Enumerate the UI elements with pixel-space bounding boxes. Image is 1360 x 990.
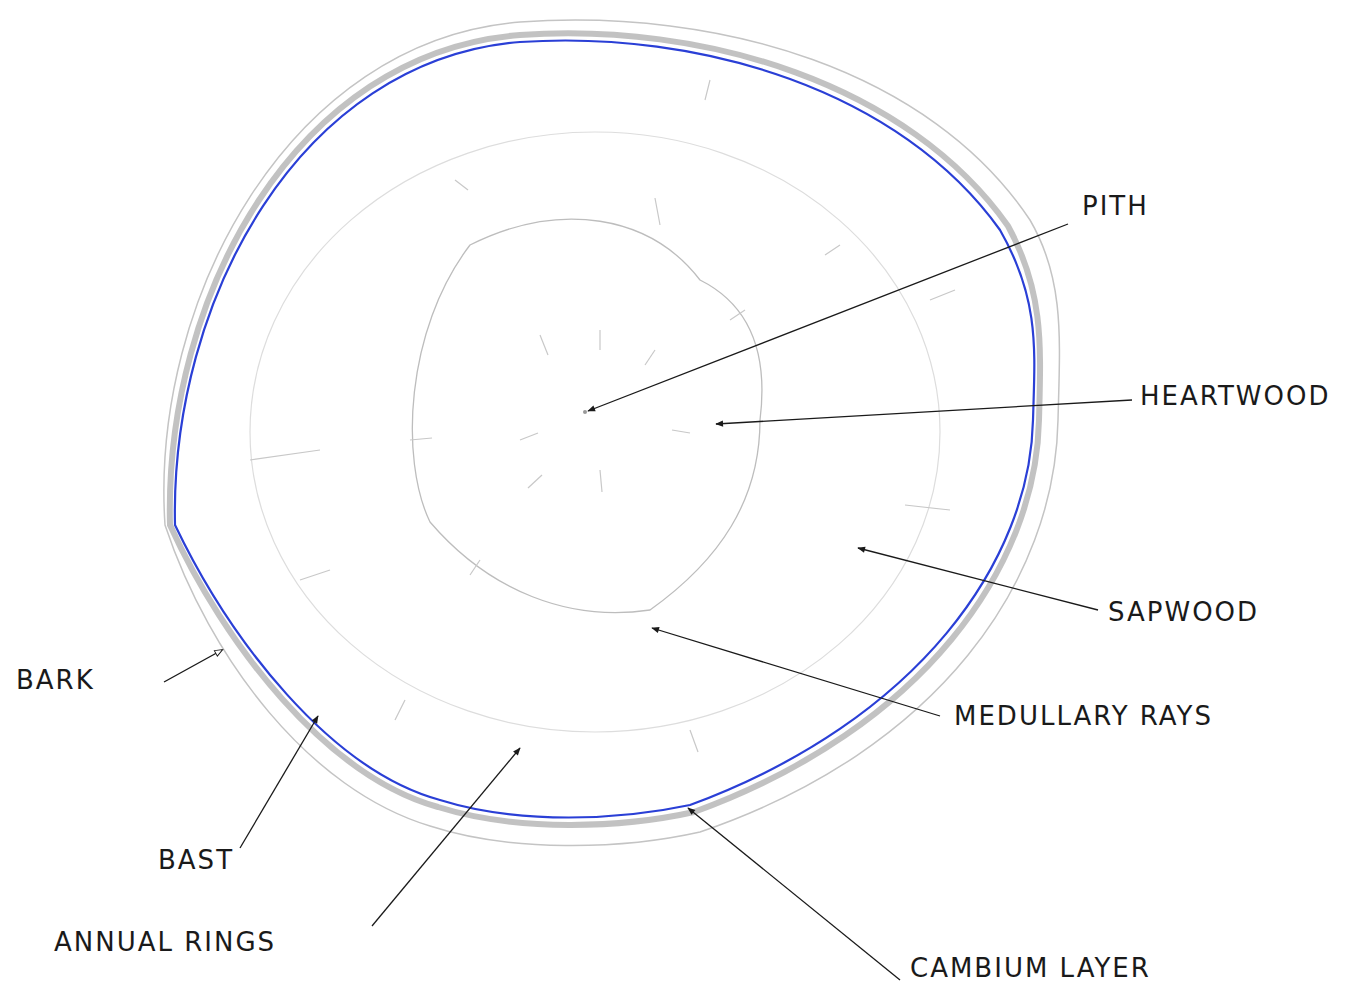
leader-line [372, 748, 520, 926]
leader-line [164, 650, 222, 682]
part-label: PITH [1080, 192, 1151, 221]
leader-lines [164, 224, 1132, 980]
part-label: ANNUAL RINGS [52, 928, 278, 957]
pith-dot [583, 410, 587, 414]
part-label: MEDULLARY RAYS [952, 702, 1215, 731]
heartwood-outline [412, 219, 762, 612]
cambium-line [175, 41, 1034, 818]
part-label: BARK [14, 666, 97, 695]
part-label: CAMBIUM LAYER [908, 954, 1153, 983]
leader-line [716, 400, 1132, 424]
leader-line [858, 548, 1098, 610]
leader-line [652, 628, 940, 716]
part-label: BAST [156, 846, 236, 875]
bark-outline [164, 20, 1060, 845]
leader-line [588, 224, 1068, 411]
bast-band [170, 33, 1040, 825]
annual-ring [250, 132, 940, 732]
part-label: HEARTWOOD [1138, 382, 1332, 411]
leader-line [240, 716, 318, 848]
leader-line [688, 808, 900, 980]
part-label: SAPWOOD [1106, 598, 1261, 627]
